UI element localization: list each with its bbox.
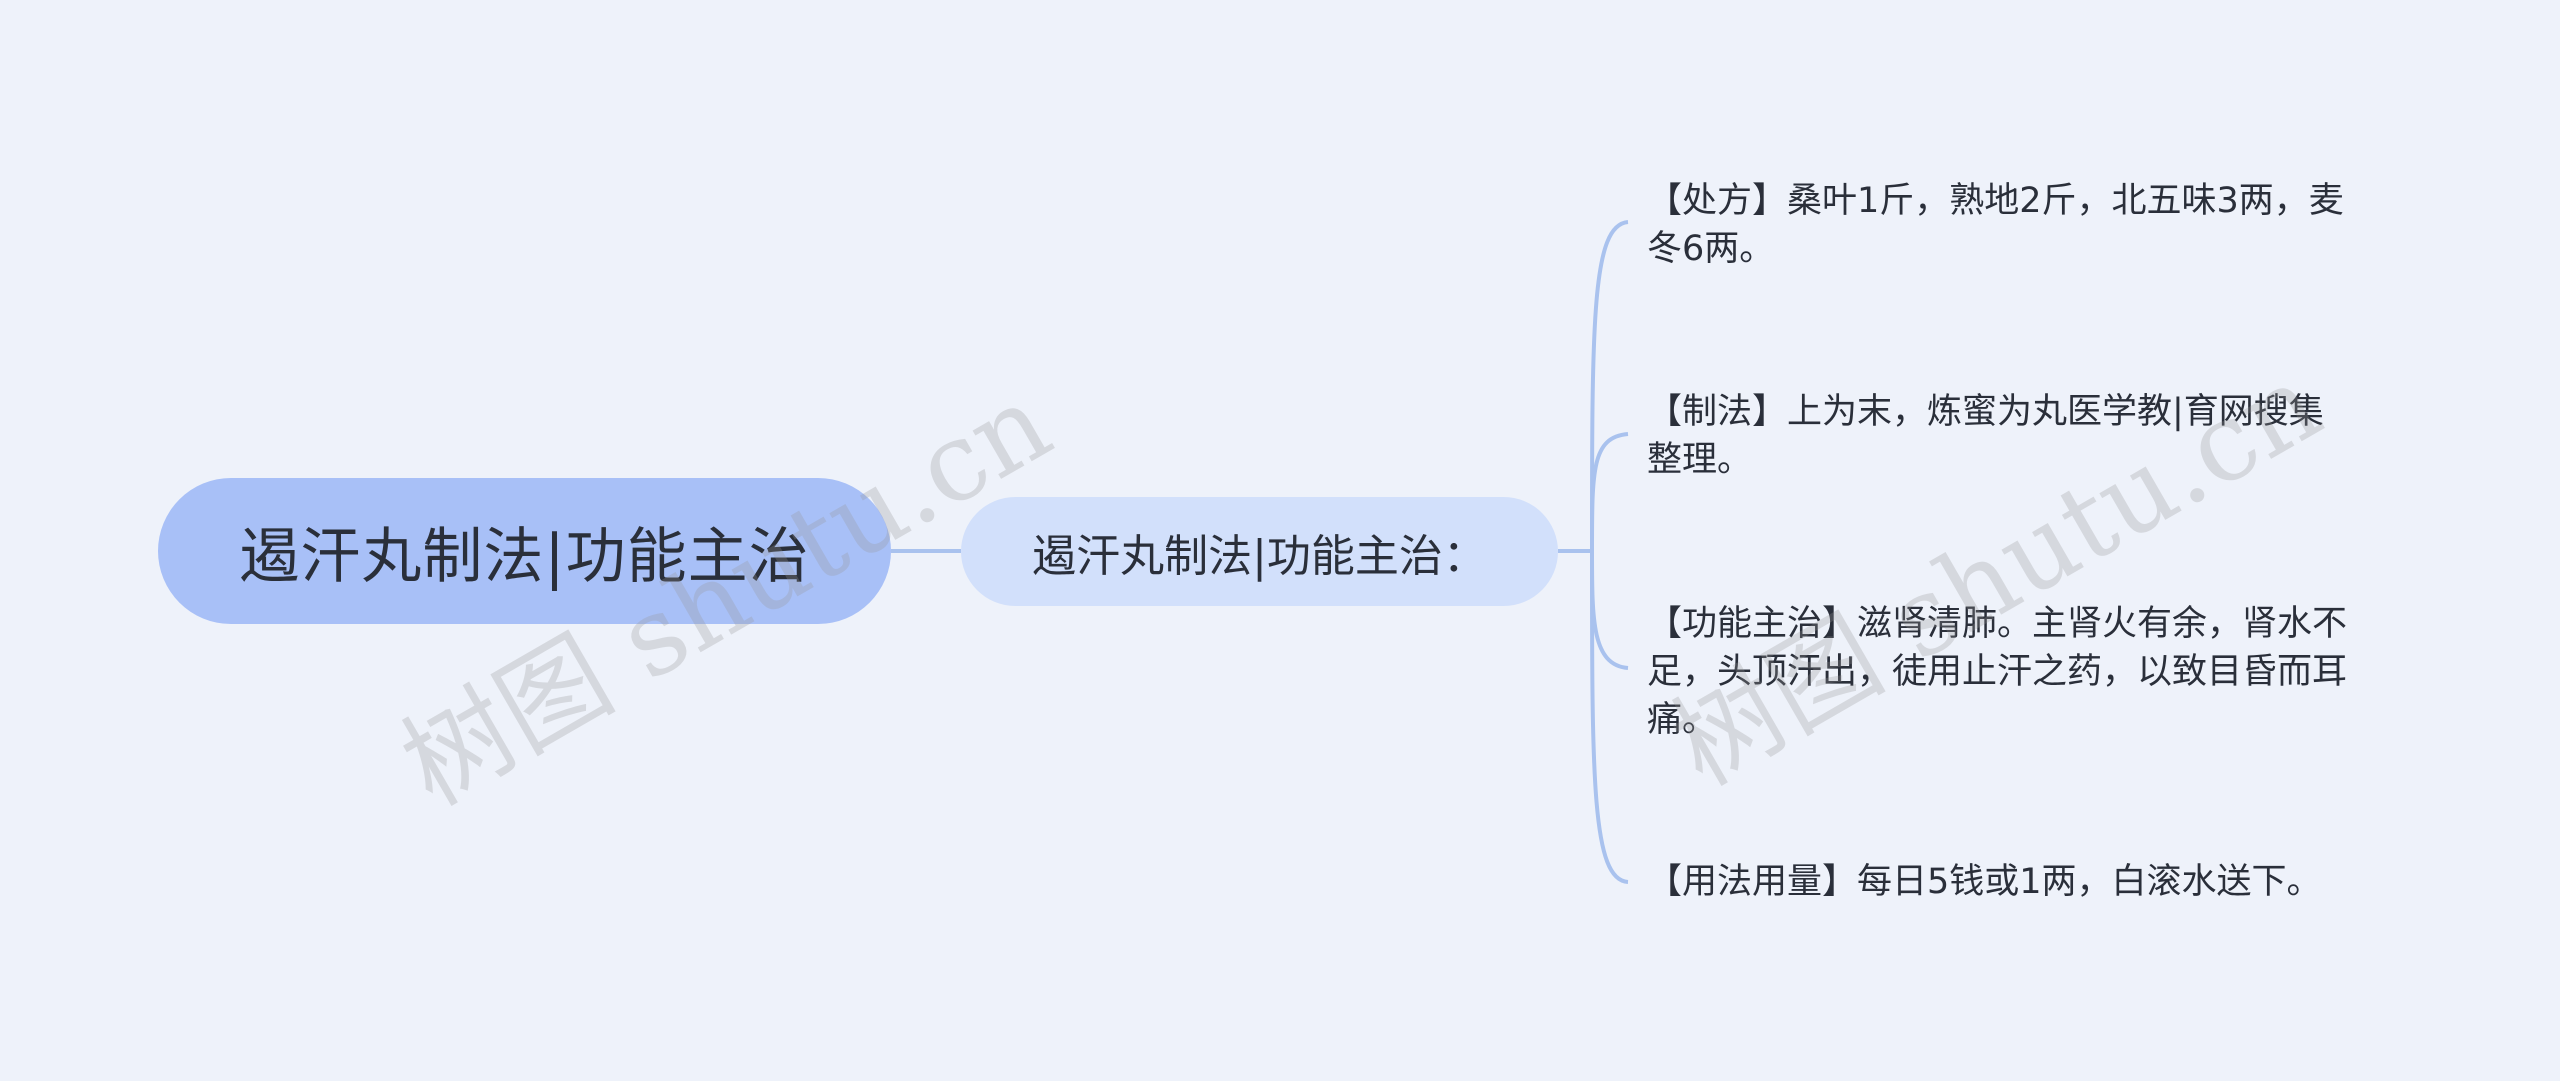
leaf-connector-1: [1590, 220, 1629, 552]
leaf-line: 痛。: [1647, 700, 1718, 740]
leaf-preparation[interactable]: 【制法】上为末，炼蜜为丸医学教|育网搜集 整理。: [1647, 388, 2407, 484]
root-node[interactable]: 遏汗丸制法|功能主治: [158, 478, 891, 624]
leaf-indications[interactable]: 【功能主治】滋肾清肺。主肾火有余，肾水不 足，头顶汗出，徒用止汗之药，以致目昏而…: [1647, 600, 2407, 744]
leaf-line: 冬6两。: [1647, 229, 1775, 269]
leaf-line: 【功能主治】滋肾清肺。主肾火有余，肾水不: [1647, 604, 2348, 644]
leaf-line: 【处方】桑叶1斤，熟地2斤，北五味3两，麦: [1647, 181, 2344, 221]
leaf-line: 整理。: [1647, 440, 1753, 480]
leaf-line: 足，头顶汗出，徒用止汗之药，以致目昏而耳: [1647, 652, 2348, 692]
leaf-line: 【制法】上为末，炼蜜为丸医学教|育网搜集: [1647, 392, 2324, 432]
root-node-label: 遏汗丸制法|功能主治: [239, 521, 810, 592]
branch-node-label: 遏汗丸制法|功能主治：: [1032, 530, 1487, 582]
leaf-dosage[interactable]: 【用法用量】每日5钱或1两，白滚水送下。: [1647, 858, 2407, 906]
leaf-prescription[interactable]: 【处方】桑叶1斤，熟地2斤，北五味3两，麦 冬6两。: [1647, 177, 2407, 273]
branch-node[interactable]: 遏汗丸制法|功能主治：: [961, 497, 1558, 606]
leaf-connector-3: [1590, 550, 1629, 670]
leaf-connector-4: [1590, 550, 1629, 884]
leaf-line: 【用法用量】每日5钱或1两，白滚水送下。: [1647, 862, 2322, 902]
leaf-connector-2: [1590, 432, 1629, 552]
